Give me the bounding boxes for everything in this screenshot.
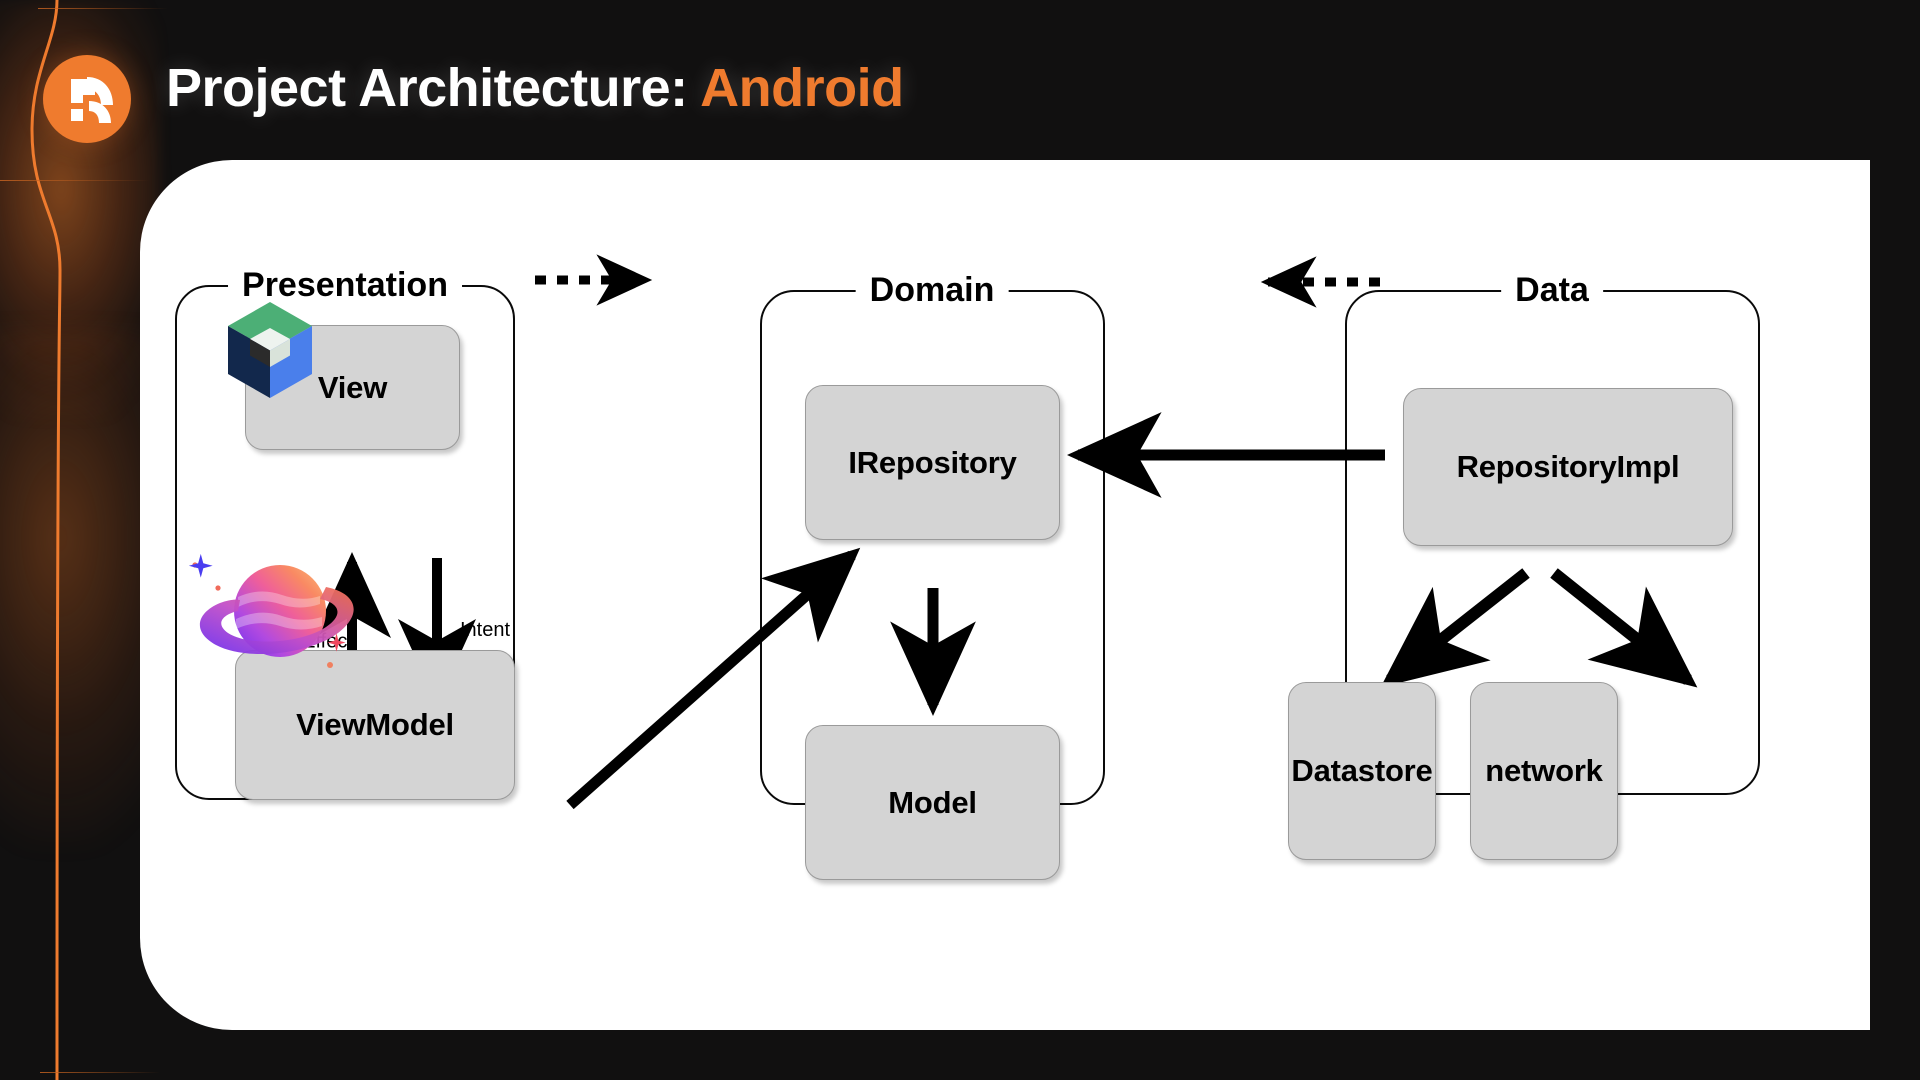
group-data-label: Data (1501, 273, 1603, 307)
brand-logo-icon (43, 55, 131, 143)
group-domain-label: Domain (855, 273, 1009, 307)
top-hairline (38, 8, 168, 9)
bottom-hairline (40, 1072, 160, 1073)
group-presentation-label: Presentation (228, 268, 462, 302)
jetpack-compose-icon (222, 300, 318, 400)
edge-label-intent: Intent (460, 618, 511, 641)
page-title-main: Project Architecture: (166, 58, 688, 118)
node-datastore[interactable]: Datastore (1288, 682, 1436, 860)
orbit-mvi-planet-icon (180, 545, 370, 685)
diagram-card: Presentation Domain Data (140, 160, 1870, 1030)
node-irepository[interactable]: IRepository (805, 385, 1060, 540)
node-network[interactable]: network (1470, 682, 1618, 860)
page-title-accent: Android (700, 58, 904, 118)
node-model[interactable]: Model (805, 725, 1060, 880)
mid-hairline (0, 180, 150, 181)
node-repositoryimpl[interactable]: RepositoryImpl (1403, 388, 1733, 546)
node-viewmodel[interactable]: ViewModel (235, 650, 515, 800)
page-title: Project Architecture: Android (166, 57, 904, 119)
orange-accent-line (30, 0, 62, 1080)
